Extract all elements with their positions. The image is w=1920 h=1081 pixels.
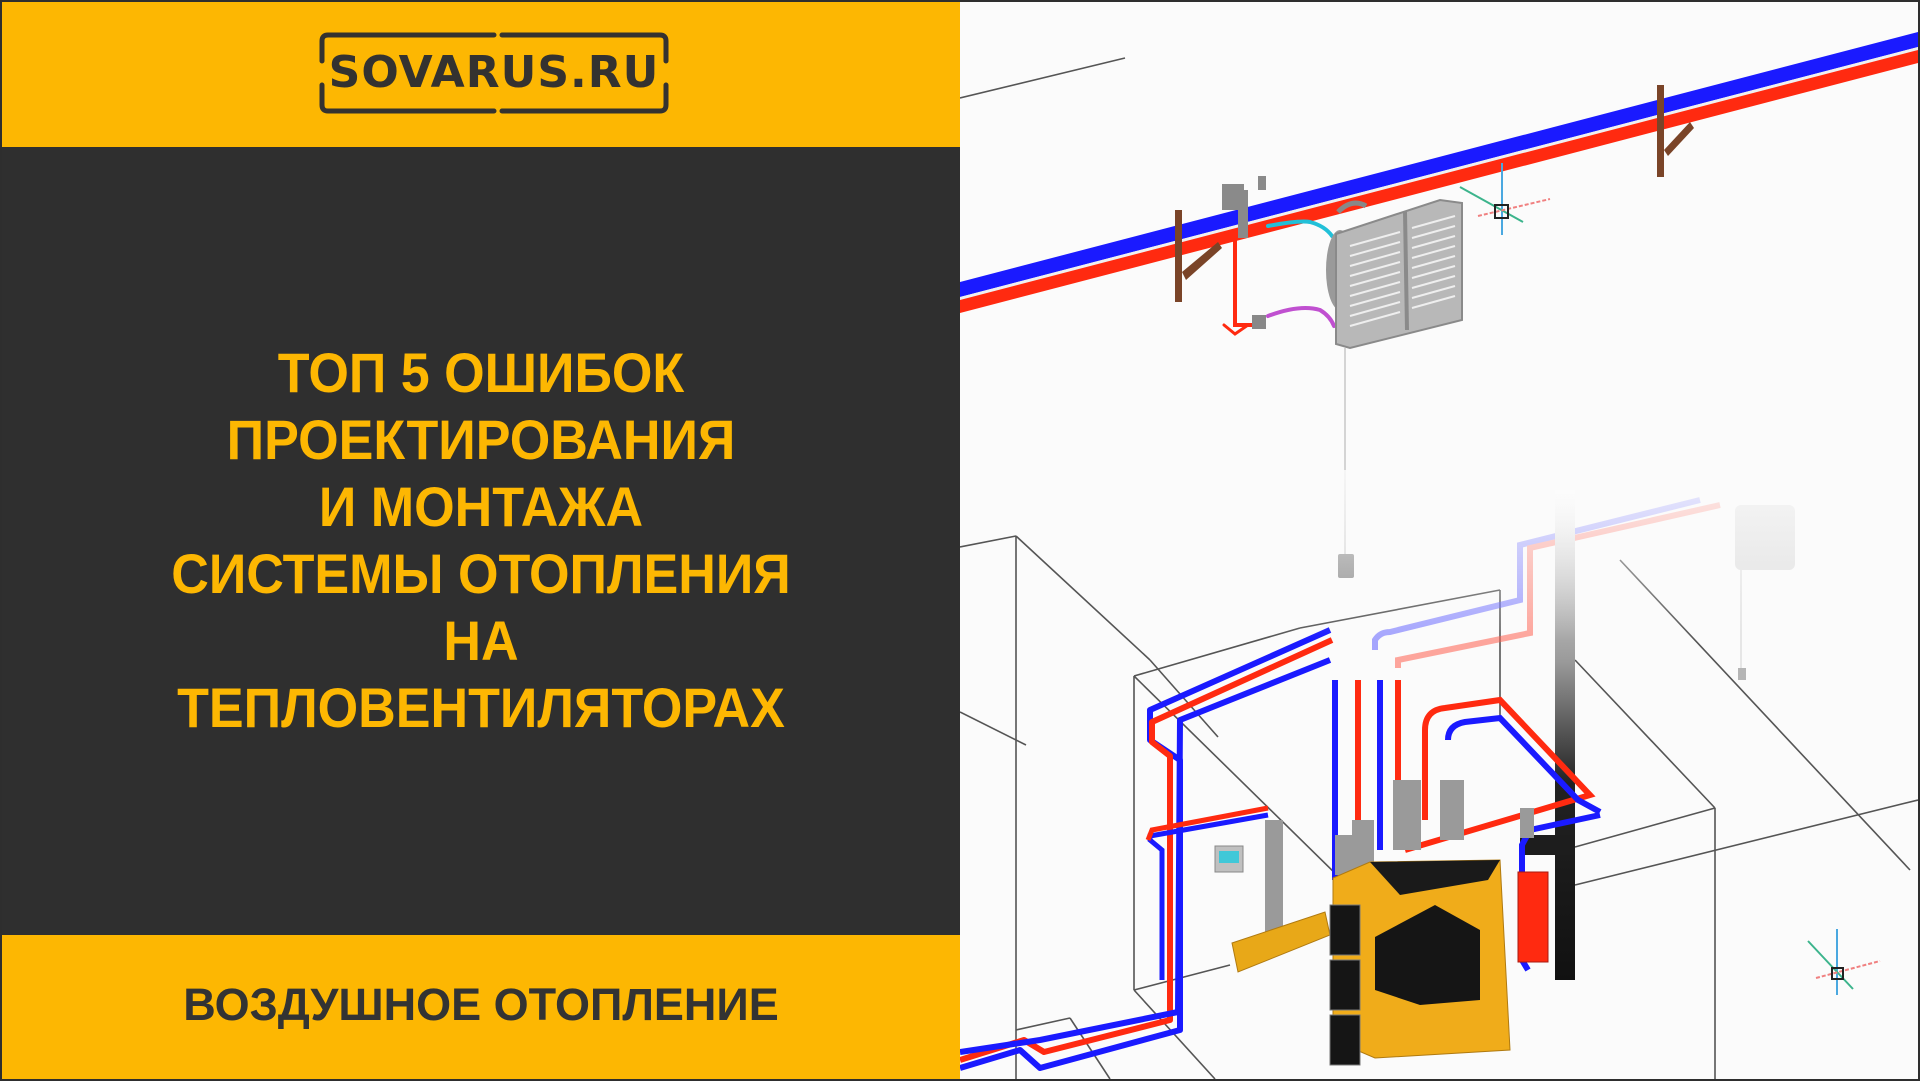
headline-line: ПРОЕКТИРОВАНИЯ (226, 408, 736, 471)
heater-branch-pipes (1222, 219, 1336, 336)
headline-line: И МОНТАЖА (318, 475, 644, 538)
category-band: ВОЗДУШНОЕ ОТОПЛЕНИЕ (2, 935, 960, 1079)
headline-line: ТОП 5 ОШИБОК (277, 341, 685, 404)
headline-line: ТЕПЛОВЕНТИЛЯТОРАХ (177, 676, 785, 739)
fan-heater-icon (1326, 198, 1463, 350)
cad-illustration (960, 2, 1918, 1079)
valve-cluster-icon (1222, 176, 1266, 238)
category-label: ВОЗДУШНОЕ ОТОПЛЕНИЕ (183, 979, 779, 1030)
expansion-tank-icon (1517, 871, 1549, 963)
valve-cluster-icon (1265, 780, 1534, 940)
riser-pipes (960, 627, 1334, 1071)
heating-system-drawing (960, 32, 1918, 1079)
boiler-icon (1329, 859, 1511, 1066)
controller-icon (1214, 845, 1244, 873)
logo-bracket-frame-icon (319, 32, 669, 114)
flue-connector (1520, 835, 1575, 855)
headline-line: НА (443, 609, 519, 672)
riser-pipes-secondary (1145, 805, 1269, 980)
brand-logo[interactable]: SOVARUS.RU (318, 31, 670, 115)
logo-text: SOVARUS.RU (328, 47, 660, 98)
axis-gizmo-icon (1459, 163, 1551, 235)
headline-line: СИСТЕМЫ ОТОПЛЕНИЯ (171, 542, 791, 605)
pipe-bracket-icon (1175, 85, 1694, 302)
headline: ТОП 5 ОШИБОК ПРОЕКТИРОВАНИЯ И МОНТАЖА СИ… (36, 339, 927, 741)
left-panel: SOVARUS.RU ТОП 5 ОШИБОК ПРОЕКТИРОВАНИЯ И… (2, 2, 960, 1079)
main-pipes (960, 32, 1918, 313)
axis-gizmo-icon (1807, 929, 1881, 995)
logo-band: SOVARUS.RU (2, 2, 960, 147)
